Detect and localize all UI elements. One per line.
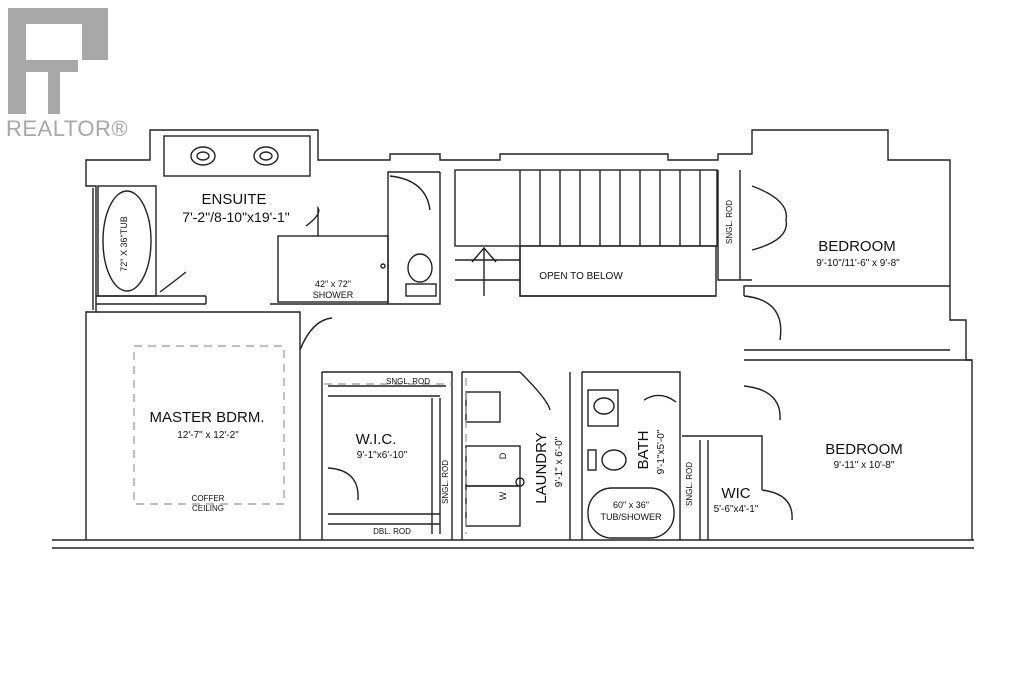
washer	[465, 485, 521, 527]
tubshower-size: 60" x 36"	[613, 500, 649, 510]
sink-right	[253, 146, 279, 166]
master-coffer: COFFER	[192, 494, 225, 503]
wic-small-name: WIC	[721, 485, 750, 502]
open-to-below-area	[519, 245, 717, 297]
laundry-size: 9'-1" x 6'-0"	[554, 436, 565, 487]
shower-stall	[277, 235, 389, 303]
wic-sngl-rod-top: SNGL. ROD	[386, 377, 430, 386]
laundry-sink	[465, 391, 501, 423]
appliance-w: W	[498, 491, 508, 500]
shower-label: SHOWER	[313, 290, 354, 300]
bedroom-top-size: 9'-10"/11'-6" x 9'-8"	[816, 258, 900, 269]
coffer-ceiling-outline	[133, 345, 285, 505]
staircase	[454, 169, 718, 247]
tub-label: 72" X 36"TUB	[119, 216, 129, 271]
open-to-below-label: OPEN TO BELOW	[539, 271, 623, 282]
bedroom-top-name: BEDROOM	[818, 238, 896, 255]
bath-sink	[593, 397, 615, 415]
bath-size: 9'-1"x5'-0"	[656, 429, 667, 474]
bath-name: BATH	[635, 431, 652, 470]
sink-left	[190, 146, 216, 166]
dryer	[465, 445, 521, 487]
bedroom-bottom-size: 9'-11" x 10'-8"	[834, 460, 895, 471]
master-name: MASTER BDRM.	[149, 409, 264, 426]
realtor-logo: REALTOR®	[6, 6, 128, 142]
appliance-d: D	[498, 452, 508, 459]
bathtub	[97, 185, 157, 297]
realtor-r-mark	[8, 8, 108, 114]
bath-tub-shower	[587, 487, 675, 539]
ensuite-vanity	[163, 135, 311, 177]
master-ceiling: CEILING	[192, 504, 224, 513]
realtor-wordmark: REALTOR®	[6, 116, 129, 141]
wic-small-size: 5'-6"x4'-1"	[714, 504, 759, 515]
wic-dbl-rod: DBL. ROD	[373, 527, 411, 536]
ensuite-name: ENSUITE	[201, 191, 266, 208]
ensuite-size: 7'-2"/8-10"x19'-1"	[182, 209, 289, 225]
exterior-wall	[52, 129, 974, 549]
toilet-bath	[601, 449, 627, 471]
toilet-ensuite	[407, 253, 433, 283]
master-size: 12'-7" x 12'-2"	[177, 430, 239, 441]
wic-master-name: W.I.C.	[356, 431, 397, 448]
wic-master-size: 9'-1"x6'-10"	[357, 450, 408, 461]
wic-sngl-rod-side: SNGL. ROD	[441, 460, 450, 504]
shower-size: 42" x 72"	[315, 279, 351, 289]
laundry-name: LAUNDRY	[533, 432, 550, 503]
bedroom-bottom-name: BEDROOM	[825, 441, 903, 458]
bedroom-closet-sngl-rod: SNGL. ROD	[725, 200, 734, 244]
wic-small-sngl-rod: SNGL. ROD	[685, 462, 694, 506]
tubshower-label: TUB/SHOWER	[600, 512, 662, 522]
